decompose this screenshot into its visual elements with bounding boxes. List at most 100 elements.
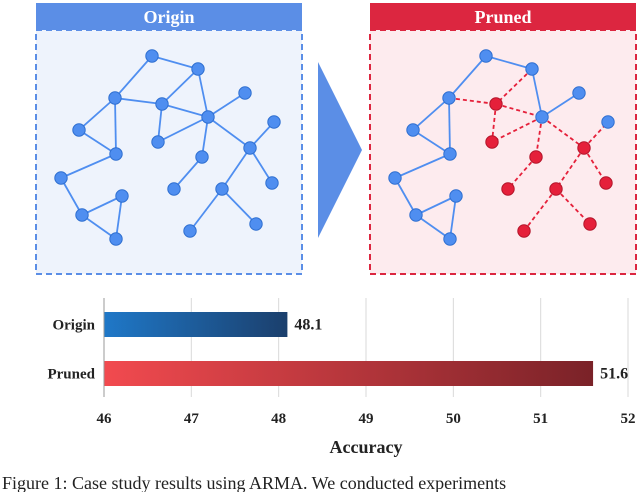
graph-node — [72, 123, 86, 137]
graph-edge — [114, 97, 117, 155]
category-label: Origin — [52, 318, 95, 334]
graph-node — [406, 123, 420, 137]
graph-edge — [249, 147, 273, 184]
graph-node — [201, 110, 215, 124]
graph-edge — [449, 195, 457, 240]
graph-edge — [114, 97, 163, 105]
graph-node — [195, 150, 209, 164]
graph-edge — [394, 177, 417, 216]
graph-edge — [81, 195, 123, 216]
graph-edge — [81, 214, 117, 240]
graph-node — [238, 86, 252, 100]
origin-title-bar — [36, 3, 302, 30]
graph-edge — [115, 195, 123, 240]
graph-node — [442, 91, 456, 105]
graph-edge — [448, 55, 487, 99]
x-tick-label: 48 — [271, 411, 286, 427]
bar-pruned — [104, 361, 594, 386]
graph-node — [108, 91, 122, 105]
pruned-node — [501, 182, 515, 196]
x-tick-label: 51 — [533, 411, 548, 427]
pruned-panel: Pruned — [369, 3, 637, 275]
origin-panel-frame — [35, 29, 303, 275]
graph-edge — [415, 195, 457, 216]
x-tick-label: 50 — [446, 411, 461, 427]
pruned-node — [583, 217, 597, 231]
graph-node — [449, 189, 463, 203]
graph-node — [535, 110, 549, 124]
x-tick-label: 47 — [184, 411, 200, 427]
graph-node — [167, 182, 181, 196]
graph-node — [215, 182, 229, 196]
graph-edge — [114, 55, 153, 99]
pruned-title-bar — [370, 3, 636, 30]
graph-edge — [60, 177, 83, 216]
graph-node — [443, 147, 457, 161]
graph-node — [249, 217, 263, 231]
graph-node — [267, 115, 281, 129]
graph-edge — [448, 97, 451, 155]
pruned-node — [485, 135, 499, 149]
origin-title: Origin — [143, 7, 194, 27]
x-tick-label: 49 — [359, 411, 374, 427]
pruned-edge — [555, 188, 591, 225]
pruned-node — [599, 176, 613, 190]
pruned-node — [529, 150, 543, 164]
graph-edge — [201, 116, 209, 158]
graph-node — [109, 147, 123, 161]
figure-caption: Figure 1: Case study results using ARMA.… — [2, 474, 507, 492]
category-label: Pruned — [47, 367, 95, 383]
data-label: 51.6 — [600, 366, 628, 383]
graph-node — [409, 208, 423, 222]
graph-edge — [221, 188, 257, 225]
graph-edge — [173, 156, 203, 190]
graph-edge — [157, 116, 209, 143]
graph-node — [183, 224, 197, 238]
graph-node — [601, 115, 615, 129]
graph-node — [75, 208, 89, 222]
graph-edge — [415, 214, 451, 240]
pruned-edge — [523, 188, 557, 232]
graph-edge — [197, 68, 209, 118]
graph-node — [151, 135, 165, 149]
origin-panel: Origin — [35, 3, 303, 275]
pruned-node — [549, 182, 563, 196]
graph-node — [572, 86, 586, 100]
x-tick-label: 46 — [97, 411, 113, 427]
pruned-panel-frame — [369, 29, 637, 275]
graph-node — [155, 97, 169, 111]
bar-origin — [104, 312, 288, 337]
origin-graph — [54, 49, 281, 246]
graph-node — [479, 49, 493, 63]
graph-edge — [78, 97, 116, 131]
x-axis-title: Accuracy — [330, 437, 403, 457]
graph-edge — [221, 147, 251, 190]
graph-edge — [161, 103, 209, 118]
arrow-icon — [318, 62, 362, 238]
graph-node — [54, 171, 68, 185]
graph-edge — [412, 97, 450, 131]
pruned-edge — [495, 103, 543, 118]
graph-edge — [394, 153, 451, 179]
pruned-edge — [448, 97, 497, 105]
graph-node — [443, 232, 457, 246]
graph-node — [145, 49, 159, 63]
pruned-edge — [555, 147, 585, 190]
graph-edge — [151, 55, 199, 70]
graph-node — [191, 62, 205, 76]
graph-edge — [207, 92, 246, 118]
pruned-node — [517, 224, 531, 238]
pruned-edge — [495, 68, 533, 105]
graph-node — [525, 62, 539, 76]
graph-edge — [541, 92, 580, 118]
pruned-edge — [491, 116, 543, 143]
graph-edge — [412, 129, 451, 155]
graph-edge — [60, 153, 117, 179]
graph-node — [243, 141, 257, 155]
graph-edge — [207, 116, 251, 149]
graph-edge — [531, 68, 543, 118]
graph-node — [115, 189, 129, 203]
graph-node — [388, 171, 402, 185]
